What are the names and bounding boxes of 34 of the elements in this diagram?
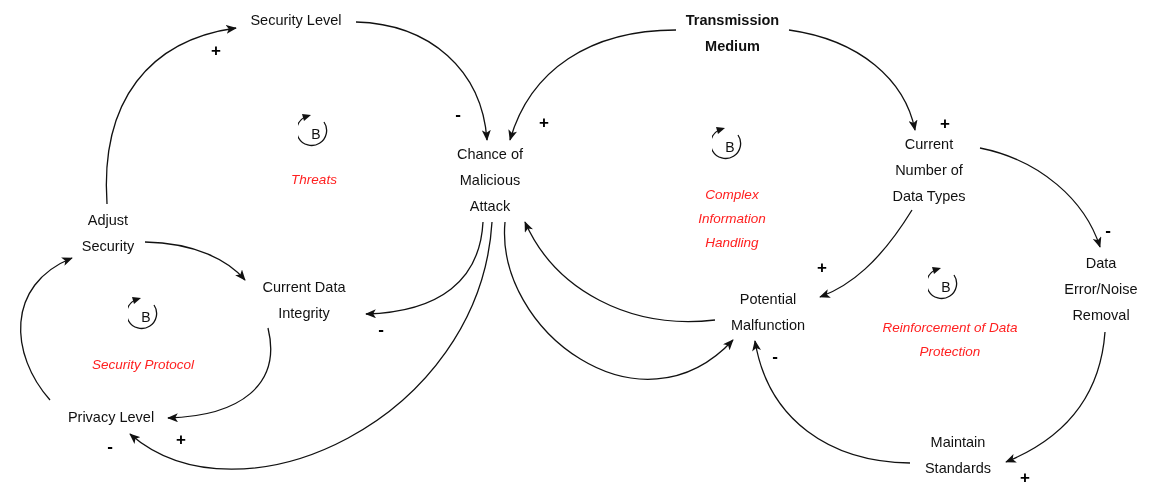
variable-label: Data Error/Noise Removal [1063, 254, 1139, 325]
variable-label: Privacy Level [67, 408, 155, 427]
causal-arrow [355, 21, 491, 141]
causal-arrow [1005, 331, 1106, 463]
variable-label: Potential Malfunction [729, 290, 807, 335]
causal-arrow [788, 29, 917, 131]
causal-arrow [105, 25, 237, 205]
causal-arrow [979, 147, 1101, 248]
causal-arrow [752, 340, 911, 464]
causal-arrow [509, 29, 677, 141]
variable-label: Chance of Malicious Attack [455, 145, 525, 216]
variable-label: Current Number of Data Types [891, 135, 967, 206]
causal-arrow [167, 327, 272, 422]
variable-label: Maintain Standards [923, 433, 993, 478]
variable-label: Current Data Integrity [261, 278, 347, 323]
causal-arrow [144, 241, 246, 281]
loop-name: Complex Information Handling [697, 186, 767, 252]
loop-name: Threats [290, 171, 338, 189]
variable-label: Transmission Medium [684, 11, 781, 56]
causal-arrow [129, 221, 493, 470]
causal-arrow [20, 257, 73, 401]
loop-name: Reinforcement of Data Protection [881, 319, 1019, 361]
causal-arrow [504, 221, 734, 380]
variable-label: Security Level [250, 11, 342, 30]
polarity-sign: + [1019, 470, 1031, 484]
causal-arrow [365, 221, 484, 318]
variable-label: Adjust Security [80, 211, 136, 256]
loop-type-label: B [941, 278, 951, 297]
loop-type-label: B [725, 138, 735, 157]
loop-type-label: B [141, 308, 151, 327]
loop-name: Security Protocol [90, 356, 196, 374]
causal-arrow [524, 221, 716, 323]
causal-arrow [819, 209, 913, 298]
loop-type-label: B [311, 125, 321, 144]
